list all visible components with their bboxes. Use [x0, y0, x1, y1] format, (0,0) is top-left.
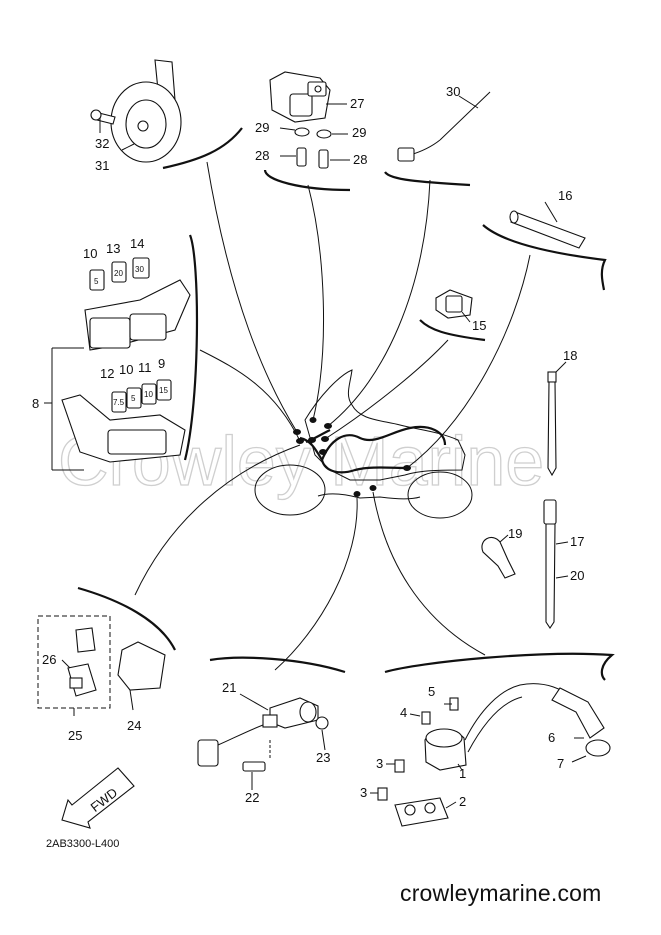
callout-13: 13	[106, 241, 120, 256]
sleeve-16	[509, 201, 586, 249]
fuse-rating-12: 7.5	[113, 398, 125, 407]
switch-assembly	[197, 693, 329, 790]
motorcycle-outline	[254, 369, 473, 519]
callout-29-right: 29	[352, 125, 366, 140]
callout-21: 21	[222, 680, 236, 695]
relay-assembly	[37, 615, 166, 716]
callout-10-top: 10	[83, 246, 97, 261]
callout-15: 15	[472, 318, 486, 333]
callout-22: 22	[245, 790, 259, 805]
fuse-rating-9: 15	[159, 386, 168, 395]
callout-2: 2	[459, 794, 466, 809]
callout-7: 7	[557, 756, 564, 771]
ignition-coil-assembly	[370, 683, 611, 827]
fuse-rating-11: 10	[144, 390, 153, 399]
lead-wire-30	[397, 91, 491, 162]
callout-25: 25	[68, 728, 82, 743]
callout-32: 32	[95, 136, 109, 151]
fuse-rating-13: 20	[114, 269, 123, 278]
callout-1: 1	[459, 766, 466, 781]
site-footer[interactable]: crowleymarine.com	[400, 880, 602, 906]
coupler-15	[435, 289, 473, 323]
wire-harness	[299, 425, 447, 474]
callout-30: 30	[446, 84, 460, 99]
callout-9: 9	[158, 356, 165, 371]
callout-4: 4	[400, 705, 407, 720]
fwd-arrow-icon	[61, 767, 135, 829]
callout-3-lower: 3	[360, 785, 367, 800]
callout-5: 5	[428, 684, 435, 699]
callout-12: 12	[100, 366, 114, 381]
callout-26: 26	[42, 652, 56, 667]
callout-14: 14	[130, 236, 144, 251]
diagram-code: 2AB3300-L400	[46, 838, 120, 850]
callout-6: 6	[548, 730, 555, 745]
callout-24: 24	[127, 718, 141, 733]
callout-31: 31	[95, 158, 109, 173]
callout-8: 8	[32, 396, 39, 411]
fuse-rating-10-bottom: 5	[131, 394, 136, 403]
group-brackets	[77, 127, 615, 681]
horn-assembly	[90, 59, 182, 163]
leader-lines	[134, 161, 531, 671]
callout-28-right: 28	[353, 152, 367, 167]
callout-27: 27	[350, 96, 364, 111]
callout-20: 20	[570, 568, 584, 583]
callout-16: 16	[558, 188, 572, 203]
callout-11: 11	[138, 360, 152, 375]
clamp-19	[481, 534, 516, 579]
callout-17: 17	[570, 534, 584, 549]
fuse-box-assembly	[44, 257, 191, 471]
callout-28-left: 28	[255, 148, 269, 163]
callout-23: 23	[316, 750, 330, 765]
callout-18: 18	[563, 348, 577, 363]
sensor-assembly	[269, 71, 350, 169]
callout-10-bottom: 10	[119, 362, 133, 377]
callout-3-upper: 3	[376, 756, 383, 771]
cable-tie-17-20	[543, 499, 569, 629]
callout-19: 19	[508, 526, 522, 541]
cable-tie-18	[547, 361, 567, 477]
fuse-rating-10-top: 5	[94, 277, 99, 286]
fuse-rating-14: 30	[135, 265, 144, 274]
callout-29-left: 29	[255, 120, 269, 135]
